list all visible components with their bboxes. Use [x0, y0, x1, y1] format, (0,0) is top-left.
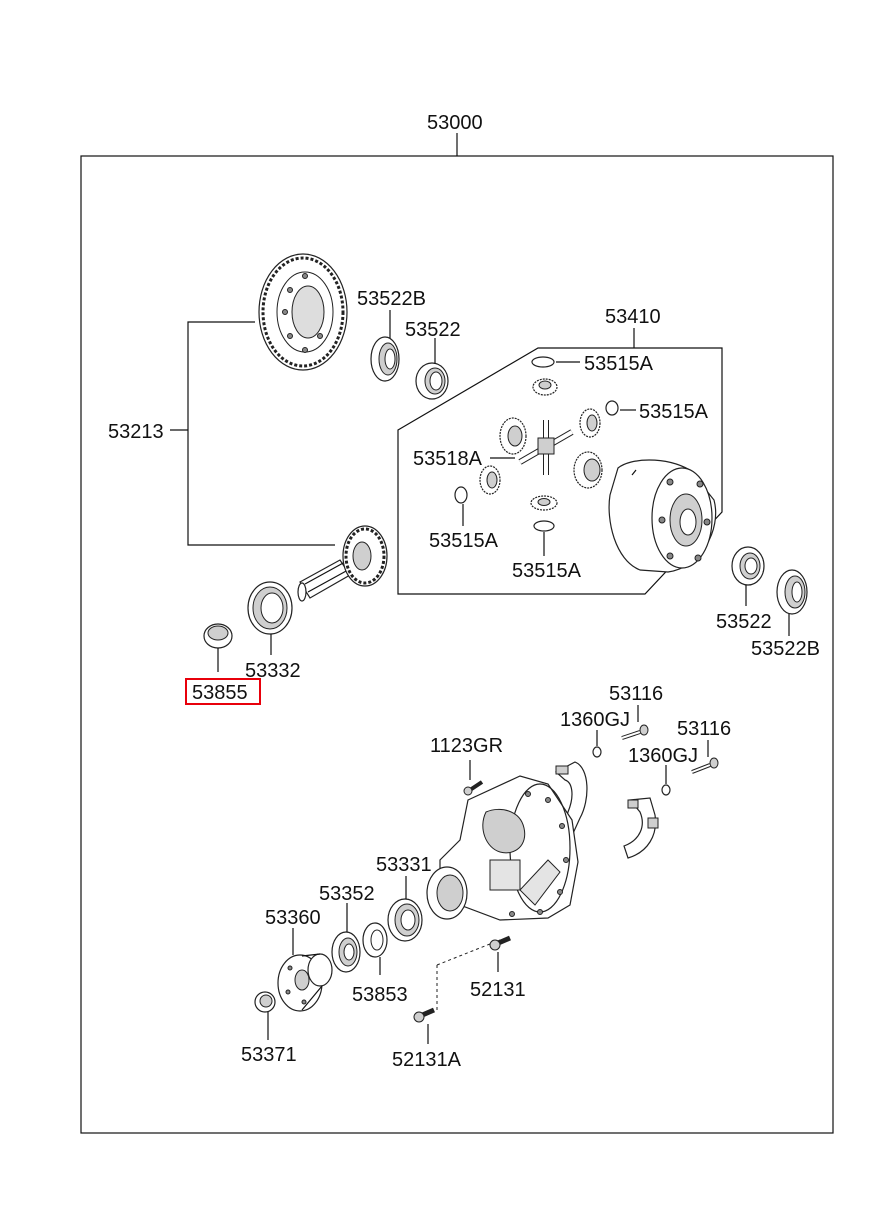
label-52131[interactable]: 52131: [470, 979, 526, 1001]
label-53213[interactable]: 53213: [108, 421, 164, 443]
label-52131a[interactable]: 52131A: [392, 1049, 462, 1071]
bearing-cap-lower[interactable]: [623, 797, 659, 859]
label-53515a-bottom[interactable]: 53515A: [512, 560, 582, 582]
label-53000[interactable]: 53000: [427, 112, 483, 134]
bolt-53116-1[interactable]: [621, 724, 649, 740]
pinion-gear-bottom[interactable]: [530, 495, 558, 511]
label-53352[interactable]: 53352: [319, 883, 375, 905]
bolt-1123gr[interactable]: [463, 780, 484, 796]
label-1123gr[interactable]: 1123GR: [430, 735, 503, 757]
label-53116-2[interactable]: 53116: [677, 718, 731, 740]
race-53522-upper[interactable]: [415, 362, 449, 400]
washer-1360gj-2[interactable]: [661, 784, 671, 796]
oil-seal-53853[interactable]: [362, 922, 388, 958]
washer-right[interactable]: [605, 400, 619, 416]
label-53853[interactable]: 53853: [352, 984, 408, 1006]
assembly-frame: [80, 155, 834, 1134]
label-53515a-right[interactable]: 53515A: [639, 401, 709, 423]
label-53116-1[interactable]: 53116: [609, 683, 663, 705]
race-53522-right[interactable]: [731, 546, 765, 586]
seal-53855[interactable]: [203, 623, 233, 649]
label-53515a-left[interactable]: 53515A: [429, 530, 499, 552]
case-frame: [397, 347, 723, 595]
bolt-53116-2[interactable]: [691, 757, 719, 774]
label-53331[interactable]: 53331: [376, 854, 432, 876]
drive-pinion[interactable]: [297, 525, 388, 602]
side-gear-right[interactable]: [573, 451, 603, 489]
ring-gear[interactable]: [258, 253, 348, 371]
bearing-53331[interactable]: [387, 898, 423, 942]
bearing-53522b-right[interactable]: [776, 569, 808, 615]
label-1360gj-2[interactable]: 1360GJ: [628, 745, 698, 767]
label-53518a[interactable]: 53518A: [413, 448, 483, 470]
washer-top[interactable]: [531, 356, 555, 368]
label-53360[interactable]: 53360: [265, 907, 321, 929]
washer-1360gj-1[interactable]: [592, 746, 602, 758]
label-53522b-right[interactable]: 53522B: [751, 638, 820, 660]
label-53522b-upper[interactable]: 53522B: [357, 288, 426, 310]
bearing-53522b-upper[interactable]: [370, 336, 400, 382]
label-53371[interactable]: 53371: [241, 1044, 297, 1066]
plug-52131[interactable]: [489, 935, 511, 951]
side-gear-left[interactable]: [499, 417, 527, 455]
pinion-gear-right[interactable]: [579, 408, 601, 438]
highlight-box: [185, 678, 261, 705]
washer-left[interactable]: [454, 486, 468, 504]
label-53410[interactable]: 53410: [605, 306, 661, 328]
flange-53360[interactable]: [277, 953, 333, 1012]
side-gear-top[interactable]: [532, 378, 558, 396]
carrier-housing[interactable]: [426, 775, 579, 921]
label-53855[interactable]: 53855: [192, 682, 248, 704]
label-1360gj-1[interactable]: 1360GJ: [560, 709, 630, 731]
label-53522-upper[interactable]: 53522: [405, 319, 461, 341]
label-53522-right[interactable]: 53522: [716, 611, 772, 633]
spacer-53352[interactable]: [331, 931, 361, 973]
differential-case[interactable]: [608, 459, 717, 573]
label-53515a-top[interactable]: 53515A: [584, 353, 654, 375]
label-53332[interactable]: 53332: [245, 660, 301, 682]
plug-52131a[interactable]: [413, 1007, 435, 1023]
washer-bottom[interactable]: [533, 520, 555, 532]
pinion-bearing-53332[interactable]: [247, 581, 293, 635]
nut-53371[interactable]: [254, 991, 276, 1013]
pinion-shaft[interactable]: [518, 420, 574, 475]
pinion-gear-left[interactable]: [479, 465, 501, 495]
